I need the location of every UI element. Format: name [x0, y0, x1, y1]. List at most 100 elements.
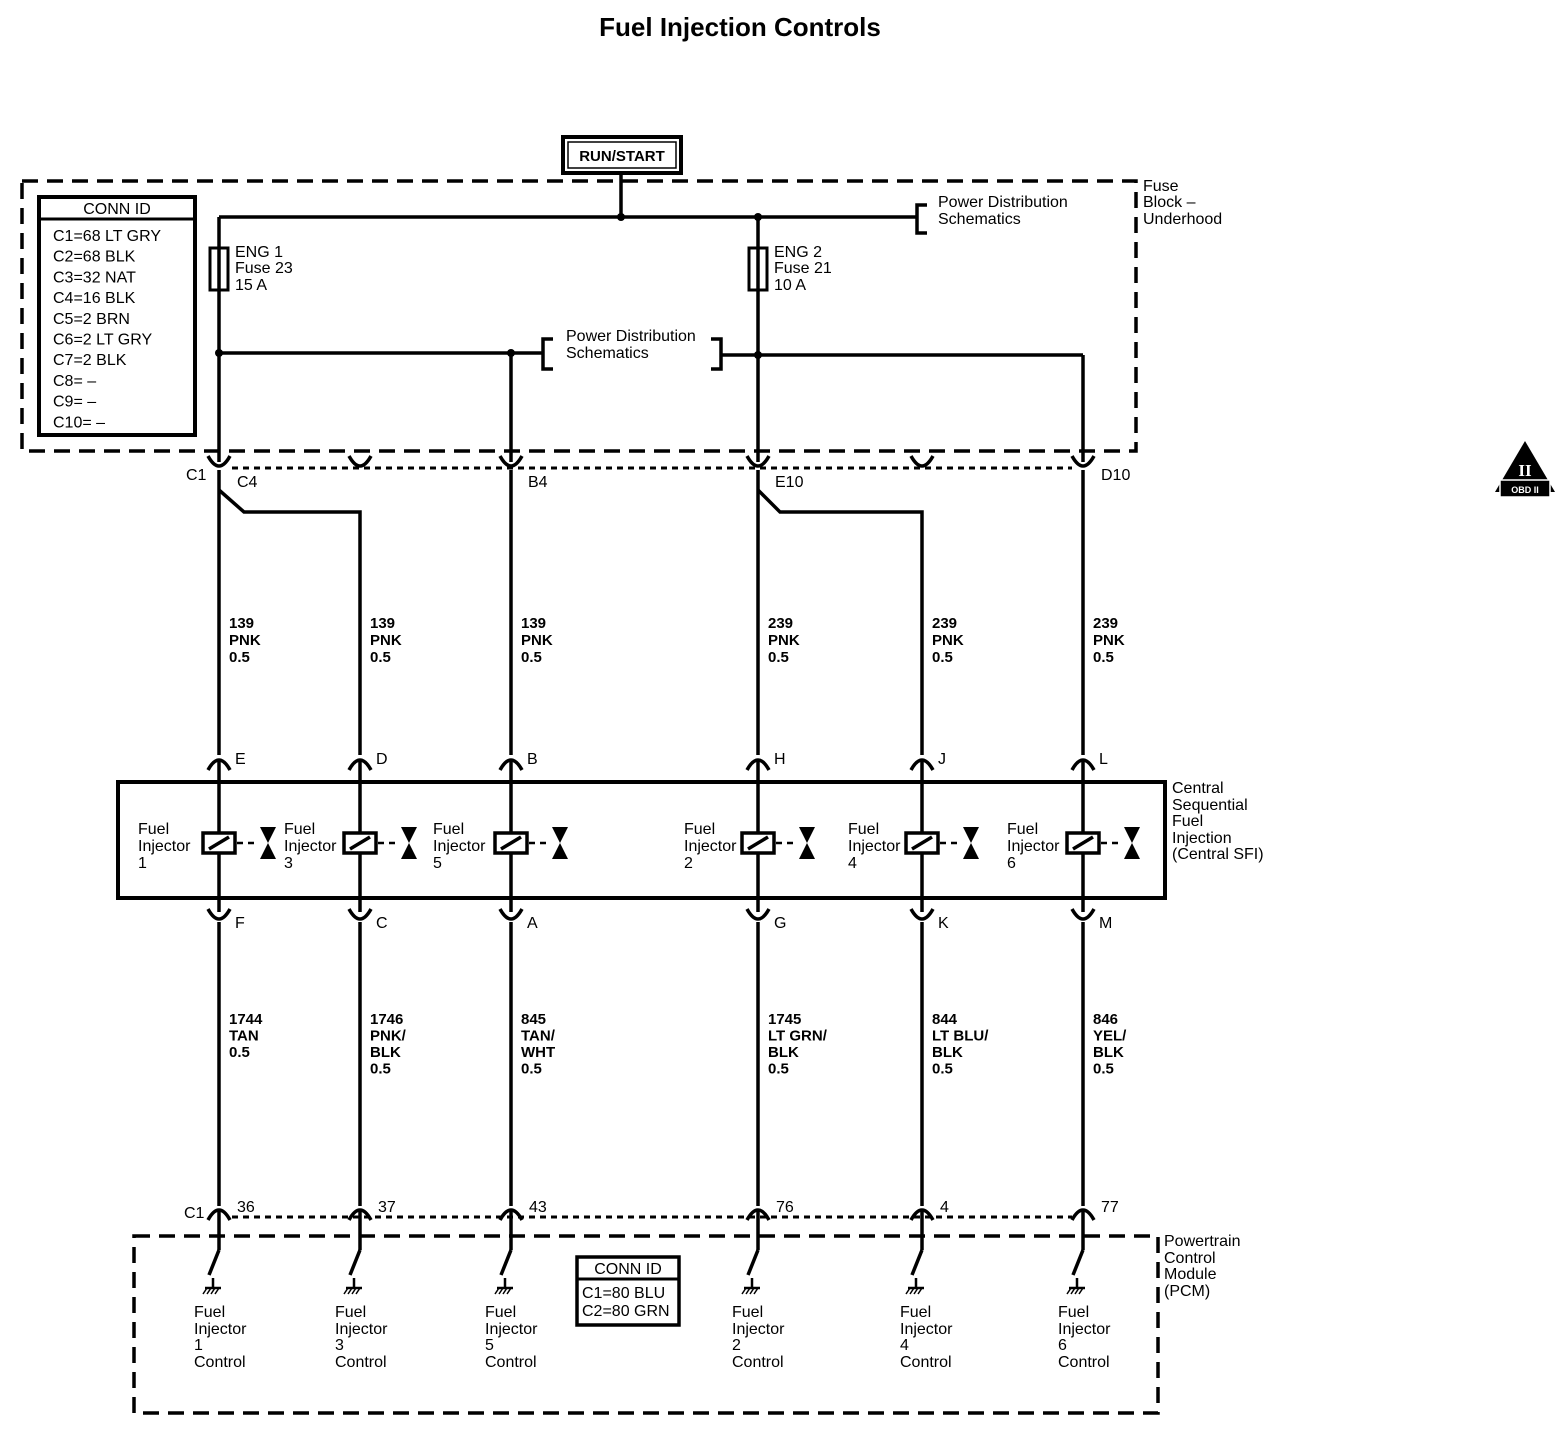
solenoid-slash	[349, 835, 371, 851]
valve-icon	[552, 843, 568, 859]
sfi-label-4: Injection	[1172, 830, 1232, 847]
connector-pin-icon	[206, 908, 232, 921]
conn-id-bottom-header: CONN ID	[594, 1261, 662, 1278]
wire-circuit-label: 844	[932, 1011, 958, 1028]
sfi-label-1: Central	[1172, 780, 1224, 797]
injector-label-l2: Injector	[284, 838, 337, 855]
splice-dot	[754, 351, 762, 359]
pcm-pin-label: 36	[237, 1199, 255, 1216]
pcm-label-4: (PCM)	[1164, 1283, 1210, 1300]
valve-icon	[799, 827, 815, 843]
control-label-l1: Fuel	[900, 1304, 931, 1321]
control-label-l4: Control	[1058, 1354, 1110, 1371]
conn-id-top-row: C3=32 NAT	[53, 269, 136, 286]
control-label-l4: Control	[732, 1354, 784, 1371]
wire-color-label-2: BLK	[932, 1044, 963, 1061]
wire-circuit-label: 139	[229, 615, 254, 632]
ground-icon-hatch	[355, 1287, 361, 1295]
wire-color-label: YEL/	[1093, 1028, 1127, 1045]
pcm-pin-label: 43	[529, 1199, 547, 1216]
fuse2-name: ENG 2	[774, 244, 822, 261]
power-dist-bracket-left	[541, 337, 553, 371]
wire-color-label: PNK	[768, 632, 800, 649]
control-label-l3: 5	[485, 1337, 494, 1354]
connector-pin-icon	[909, 908, 935, 921]
conn-id-top-row: C8= –	[53, 373, 96, 390]
injector-label-l2: Injector	[684, 838, 737, 855]
pin-label-c4: C4	[237, 474, 258, 491]
control-label-l1: Fuel	[1058, 1304, 1089, 1321]
splice-dot	[215, 349, 223, 357]
pcm-driver-switch-icon	[910, 1249, 924, 1276]
conn-id-top-row: C4=16 BLK	[53, 290, 136, 307]
wire-gauge-label: 0.5	[521, 649, 542, 666]
valve-icon	[401, 843, 417, 859]
sfi-pin-top-label: H	[774, 751, 786, 768]
control-label-l3: 1	[194, 1337, 203, 1354]
injector-label-l3: 5	[433, 855, 442, 872]
fuse-block-label: Fuse Block – Underhood	[1143, 178, 1222, 228]
connector-pin-icon	[347, 908, 373, 921]
valve-icon	[260, 843, 276, 859]
fuse-block-label-line3: Underhood	[1143, 211, 1222, 228]
solenoid-slash	[747, 835, 769, 851]
conn-id-table-bottom: CONN ID C1=80 BLU C2=80 GRN	[575, 1255, 681, 1327]
valve-icon	[799, 843, 815, 859]
wire-circuit-label: 1745	[768, 1011, 801, 1028]
control-label-l3: 4	[900, 1337, 909, 1354]
connector-pin-icon	[1070, 908, 1096, 921]
valve-icon	[552, 827, 568, 843]
ground-icon-hatch	[1078, 1287, 1084, 1295]
pcm-driver-switch-icon	[348, 1249, 362, 1276]
solenoid-slash	[911, 835, 933, 851]
wire-circuit-label: 846	[1093, 1011, 1118, 1028]
injector-label-l2: Injector	[138, 838, 191, 855]
fuse-block-label-line2: Block –	[1143, 194, 1196, 211]
pin-label-d10: D10	[1101, 467, 1130, 484]
connector-pin-icon	[909, 455, 935, 468]
run-start-box: RUN/START	[561, 135, 683, 175]
connector-pin-icon	[206, 455, 232, 468]
control-label-l4: Control	[335, 1354, 387, 1371]
injector-label-l1: Fuel	[433, 821, 464, 838]
sfi-pin-bottom-label: M	[1099, 915, 1112, 932]
power-dist-label-top-2: Schematics	[938, 211, 1021, 228]
wire-circuit-label: 239	[1093, 615, 1118, 632]
ground-icon-hatch	[917, 1287, 923, 1295]
wire-gauge-label: 0.5	[1093, 649, 1114, 666]
ground-icon-hatch	[913, 1287, 919, 1295]
ground-icon-hatch	[745, 1287, 751, 1295]
solenoid-slash	[500, 835, 522, 851]
wire-circuit-label: 239	[768, 615, 793, 632]
wire-gauge-label: 0.5	[932, 1061, 953, 1078]
ground-icon-hatch	[1066, 1287, 1072, 1295]
fuse1-number: Fuse 23	[235, 260, 293, 277]
wire-gauge-label: 0.5	[370, 1061, 391, 1078]
ground-icon-hatch	[749, 1287, 755, 1295]
pin-label-b4: B4	[528, 474, 548, 491]
control-label-l1: Fuel	[732, 1304, 763, 1321]
wire-gauge-label: 0.5	[370, 649, 391, 666]
ground-icon-hatch	[210, 1287, 216, 1295]
conn-id-top-row: C10= –	[53, 414, 105, 431]
ground-icon-hatch	[909, 1287, 915, 1295]
wire-gauge-label: 0.5	[1093, 1061, 1114, 1078]
obd-ii-symbol: II	[1518, 461, 1532, 480]
power-dist-bracket-right	[711, 337, 723, 371]
ground-icon-hatch	[1070, 1287, 1076, 1295]
valve-icon	[260, 827, 276, 843]
valve-icon	[401, 827, 417, 843]
wire-gauge-label: 0.5	[768, 1061, 789, 1078]
pcm-driver-switch-icon	[1071, 1249, 1085, 1276]
central-sfi-label: Central Sequential Fuel Injection (Centr…	[1172, 780, 1264, 863]
sfi-label-3: Fuel	[1172, 813, 1203, 830]
conn-id-top-row: C9= –	[53, 394, 96, 411]
ground-icon-hatch	[498, 1287, 504, 1295]
sfi-pin-bottom-label: F	[235, 915, 245, 932]
sfi-pin-top-label: J	[938, 751, 946, 768]
wire-color-label: PNK	[229, 632, 261, 649]
connector-pin-icon	[498, 908, 524, 921]
conn-id-bottom-row: C1=80 BLU	[582, 1285, 665, 1302]
valve-icon	[963, 827, 979, 843]
